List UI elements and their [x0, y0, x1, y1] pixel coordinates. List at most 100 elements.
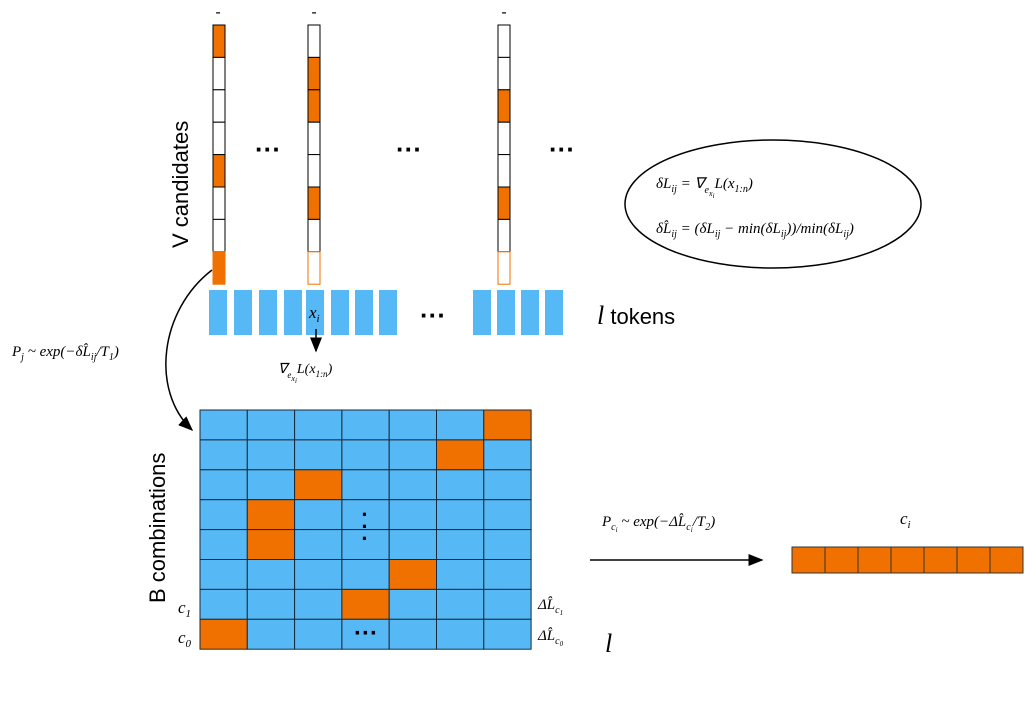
grid-cell: [341, 439, 390, 471]
grid-cell: [388, 588, 438, 620]
grid-horizontal-ellipsis: ···: [354, 620, 378, 647]
selected-cell: [923, 546, 958, 574]
grid-cell: [388, 409, 438, 441]
grid-cell: [199, 439, 248, 471]
grid-cell: [199, 559, 248, 590]
v-candidates-label: V candidates: [168, 121, 193, 248]
grid-cell: [294, 529, 343, 560]
grid-cell: [246, 409, 296, 441]
grid-cell: [436, 588, 485, 620]
grid-cell: [341, 469, 390, 501]
top-marker-2: -: [311, 4, 316, 21]
row-loss-c0: ΔL̂c0: [537, 628, 564, 648]
selected-cell: [956, 546, 991, 574]
candidate-cell: [307, 56, 321, 91]
grid-cell: [388, 559, 438, 590]
candidate-cell: [497, 89, 511, 123]
token-block: [497, 290, 515, 335]
grid-cell: [483, 529, 532, 560]
grid-vertical-ellipsis-1: ·: [361, 502, 368, 527]
pc-formula: Pci ~ exp(−ΔL̂ci/T2): [601, 514, 715, 534]
top-marker-1: -: [215, 4, 220, 21]
grid-cell: [436, 499, 485, 531]
grid-cell: [199, 618, 248, 650]
grid-cell: [199, 469, 248, 501]
candidate-columns: [212, 24, 511, 285]
candidate-cell: [307, 89, 321, 123]
grid-cell: [483, 469, 532, 501]
grid-cell: [341, 559, 390, 590]
gradient-formula: ∇exiL(x1:n): [278, 362, 333, 385]
grid-cell: [388, 439, 438, 471]
selected-cell: [890, 546, 925, 574]
grid-cell: [199, 588, 248, 620]
grid-cell: [246, 499, 296, 531]
ellipsis-3: ···: [549, 134, 575, 164]
candidate-cell: [497, 121, 511, 156]
grid-cell: [483, 559, 532, 590]
grid-cell: [246, 588, 296, 620]
token-block: [234, 290, 252, 335]
grid-cell: [436, 618, 485, 650]
grid-cell: [436, 529, 485, 560]
candidate-cell: [212, 56, 226, 91]
grid-cell: [294, 499, 343, 531]
grid-cell: [341, 588, 390, 620]
candidate-cell: [497, 218, 511, 253]
candidate-cell: [307, 154, 321, 188]
grid-cell: [388, 618, 438, 650]
grid-cell: [294, 469, 343, 501]
token-ellipsis: ···: [420, 300, 446, 330]
candidate-cell: [212, 186, 226, 220]
formula-delta-l-hat: δL̂ij = (δLij − min(δLij))/min(δLij): [656, 221, 854, 240]
token-block: [259, 290, 277, 335]
grid-cell: [483, 588, 532, 620]
selected-cell: [824, 546, 859, 574]
selected-combination: [791, 546, 1024, 574]
pj-formula: Pj ~ exp(−δL̂ij/T1): [11, 344, 119, 363]
candidate-cell: [497, 24, 511, 58]
candidate-cell: [307, 121, 321, 156]
token-row: [209, 290, 563, 335]
grid-cell: [483, 439, 532, 471]
grid-cell: [483, 409, 532, 441]
candidate-cell: [212, 89, 226, 123]
candidate-cell: [497, 56, 511, 91]
grid-cell: [294, 559, 343, 590]
candidate-cell: [307, 24, 321, 58]
candidate-cell: [212, 121, 226, 156]
token-block: [379, 290, 397, 335]
grid-cell: [199, 499, 248, 531]
grid-cell: [341, 409, 390, 441]
grid-cell: [246, 469, 296, 501]
row-loss-c1: ΔL̂c1: [537, 597, 563, 617]
ellipsis-1: ···: [255, 134, 281, 164]
grid-vertical-ellipsis-2: ·: [361, 514, 368, 539]
candidate-cell: [212, 218, 226, 253]
candidate-cell: [212, 24, 226, 58]
selected-cell: [989, 546, 1024, 574]
candidate-cell: [307, 218, 321, 253]
grid-cell: [246, 529, 296, 560]
token-block: [284, 290, 302, 335]
grid-cell: [436, 439, 485, 471]
candidate-cell: [307, 251, 321, 285]
selected-cell: [857, 546, 892, 574]
grid-vertical-ellipsis-3: ·: [361, 526, 368, 551]
l-tokens-label: l tokens: [597, 301, 675, 330]
candidate-cell: [497, 154, 511, 188]
token-block: [331, 290, 349, 335]
row-label-c0: c0: [178, 628, 192, 650]
grid-cell: [294, 439, 343, 471]
token-block: [355, 290, 373, 335]
token-block: [545, 290, 563, 335]
token-block: [521, 290, 539, 335]
candidate-cell: [307, 186, 321, 220]
grid-cell: [436, 469, 485, 501]
combination-grid: [199, 409, 532, 650]
b-combinations-label: B combinations: [145, 453, 170, 603]
token-x-i: xi: [308, 303, 320, 325]
formula-ellipse: [624, 139, 922, 269]
grid-cell: [199, 529, 248, 560]
grid-cell: [294, 588, 343, 620]
